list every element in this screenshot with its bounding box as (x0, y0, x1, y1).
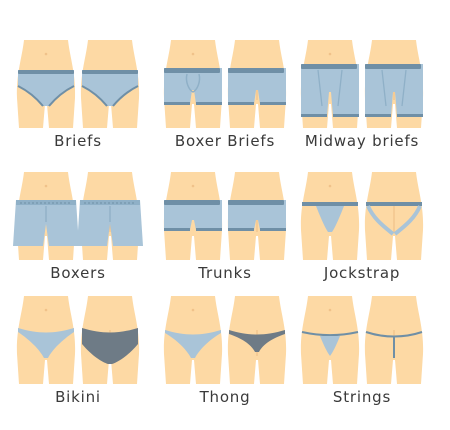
navel-mark (44, 308, 48, 312)
midway-briefs-shape (365, 64, 423, 116)
waistband-shape (366, 202, 422, 206)
midway-briefs-shape (301, 64, 359, 116)
style-cell-trunks: Trunks (155, 172, 295, 300)
waistband-shape (228, 68, 284, 73)
briefs-shape (82, 70, 138, 106)
navel-mark (191, 184, 195, 188)
boxer-briefs-shape (164, 68, 222, 104)
boxers-shape (13, 200, 79, 246)
string-waist (301, 331, 359, 336)
briefs-icon (16, 40, 140, 128)
midway-briefs-icon (300, 40, 424, 128)
style-label: Thong (199, 388, 251, 406)
leg-band (196, 102, 222, 105)
style-cell-bikini: Bikini (8, 296, 148, 424)
navel-mark (328, 308, 332, 312)
waistband-shape (18, 70, 74, 74)
trunks-shape (164, 200, 222, 230)
string-pouch-shape (320, 336, 340, 356)
style-cell-jockstrap: Jockstrap (292, 172, 432, 300)
navel-mark (328, 184, 332, 188)
navel-mark (44, 52, 48, 56)
leg-band (397, 114, 423, 117)
waistband-shape (164, 68, 220, 73)
boxer-briefs-icon (163, 40, 287, 128)
bikini-back-shape (82, 328, 138, 364)
style-label: Boxers (50, 264, 106, 282)
navel-mark (328, 52, 332, 56)
waistband-shape (302, 202, 358, 206)
style-cell-boxer-briefs: Boxer Briefs (155, 40, 295, 168)
thong-front-shape (165, 330, 221, 358)
style-cell-strings: Strings (292, 296, 432, 424)
style-label: Briefs (54, 132, 102, 150)
style-cell-thong: Thong (155, 296, 295, 424)
string-back (365, 331, 423, 358)
waistband-shape (301, 64, 357, 69)
leg-band (228, 228, 254, 231)
style-label: Jockstrap (323, 264, 401, 282)
leg-band (196, 228, 222, 231)
bikini-icon (16, 296, 140, 384)
leg-band (260, 102, 286, 105)
leg-band (164, 102, 190, 105)
bikini-front-shape (18, 328, 74, 358)
waistband-shape (228, 200, 284, 205)
leg-trim (81, 85, 139, 107)
briefs-shape (18, 70, 74, 106)
leg-band (365, 114, 391, 117)
seam-lines (317, 69, 343, 107)
boxers-icon (13, 172, 143, 260)
trunks-shape (228, 200, 286, 230)
pouch-seam (185, 73, 201, 93)
style-cell-boxers: Boxers (8, 172, 148, 300)
style-label: Midway briefs (304, 132, 420, 150)
seam-lines (381, 69, 407, 107)
boxer-briefs-shape (228, 68, 286, 104)
waistband-shape (164, 200, 220, 205)
thong-icon (163, 296, 287, 384)
waistband-shape (82, 70, 138, 74)
leg-band (301, 114, 327, 117)
navel-mark (191, 52, 195, 56)
navel-mark (44, 184, 48, 188)
leg-band (260, 228, 286, 231)
waistband-shape (365, 64, 421, 69)
navel-mark (191, 308, 195, 312)
leg-band (228, 102, 254, 105)
style-label: Strings (332, 388, 392, 406)
leg-band (333, 114, 359, 117)
thong-back-shape (229, 330, 285, 352)
pouch-shape (316, 206, 344, 232)
leg-band (164, 228, 190, 231)
style-label: Boxer Briefs (174, 132, 276, 150)
jockstrap-icon (300, 172, 424, 260)
style-label: Bikini (55, 388, 101, 406)
rear-straps (366, 205, 422, 236)
style-label: Trunks (198, 264, 252, 282)
leg-trim (17, 85, 75, 107)
strings-icon (300, 296, 424, 384)
boxers-shape (77, 200, 143, 246)
style-cell-midway-briefs: Midway briefs (292, 40, 432, 168)
style-cell-briefs: Briefs (8, 40, 148, 168)
trunks-icon (163, 172, 287, 260)
